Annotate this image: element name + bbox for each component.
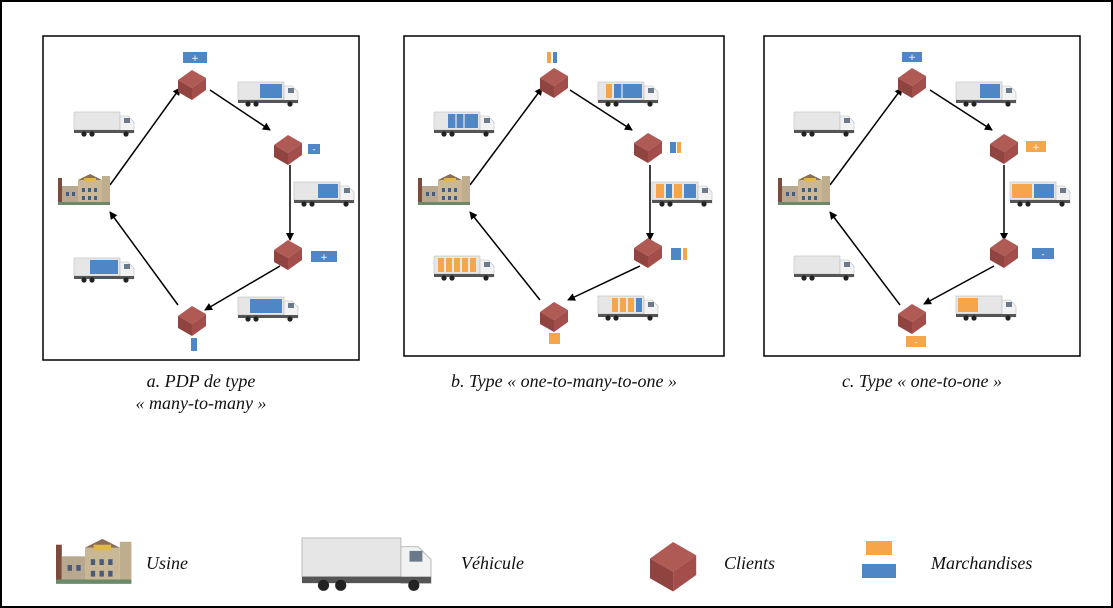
- legend-label-vehicle: Véhicule: [461, 553, 524, 573]
- legend-label-factory: Usine: [146, 553, 188, 573]
- truck-icon: [955, 81, 1017, 107]
- truck-icon: [793, 255, 855, 281]
- arrow: [569, 89, 633, 131]
- arrow: [204, 265, 281, 311]
- goods-sign: +: [908, 53, 916, 63]
- goods-sign: +: [320, 253, 328, 263]
- truck-icon: [955, 295, 1017, 321]
- goods-icon: [308, 144, 320, 154]
- goods-icon: [549, 333, 560, 344]
- house-icon: [634, 133, 662, 163]
- house-icon: [898, 68, 926, 98]
- arrow: [109, 87, 181, 186]
- truck-icon: [597, 81, 659, 107]
- arrow: [469, 87, 543, 186]
- panel-b: [418, 52, 713, 344]
- factory-icon: [58, 174, 110, 205]
- legend-label-goods: Marchandises: [931, 553, 1033, 573]
- truck-icon: [1009, 181, 1071, 207]
- panel-b-frame: [403, 35, 725, 357]
- caption-panel-c: c. Type « one-to-one »: [764, 370, 1080, 392]
- arrow: [469, 211, 541, 301]
- goods-sign: -: [312, 145, 315, 155]
- house-icon: [540, 68, 568, 98]
- legend-label-clients: Clients: [724, 553, 776, 573]
- panel-c: + + - -: [778, 52, 1071, 348]
- arrow: [929, 89, 993, 131]
- goods-sign: -: [914, 338, 917, 348]
- goods-icon: [553, 52, 557, 63]
- caption-panel-a-line2: « many-to-many »: [135, 393, 267, 413]
- caption-panel-a-line1: a. PDP de type: [146, 371, 256, 391]
- house-icon: [178, 70, 206, 100]
- arrow: [829, 211, 901, 306]
- truck-icon: [237, 81, 299, 107]
- arrow: [923, 265, 995, 305]
- goods-icon: [311, 251, 337, 262]
- arrow: [209, 89, 271, 131]
- goods-icon: [677, 142, 681, 153]
- factory-icon: [778, 174, 830, 205]
- truck-icon: [293, 181, 355, 207]
- house-icon: [274, 240, 302, 270]
- truck-icon: [237, 296, 299, 322]
- caption-panel-c-line1: c. Type « one-to-one »: [841, 371, 1003, 391]
- house-icon: [634, 238, 662, 268]
- truck-icon: [433, 255, 495, 281]
- goods-sign: -: [1041, 250, 1044, 260]
- panel-a-frame: [42, 35, 360, 361]
- legend-truck-icon: [301, 537, 432, 591]
- truck-icon: [597, 295, 659, 321]
- legend-factory-icon: [56, 538, 132, 584]
- goods-icon: [547, 52, 551, 63]
- house-icon: [990, 134, 1018, 164]
- goods-icon: [670, 142, 676, 153]
- arrow: [109, 211, 179, 306]
- legend: [56, 537, 896, 592]
- caption-panel-a: a. PDP de type « many-to-many »: [43, 370, 359, 414]
- goods-icon: [1032, 248, 1054, 259]
- caption-panel-b: b. Type « one-to-many-to-one »: [404, 370, 724, 392]
- legend-goods-blue: [862, 564, 896, 578]
- goods-sign: +: [191, 54, 199, 64]
- caption-panel-b-line1: b. Type « one-to-many-to-one »: [450, 371, 678, 391]
- house-icon: [274, 135, 302, 165]
- goods-icon: [902, 52, 922, 62]
- goods-icon: [671, 248, 681, 260]
- house-icon: [898, 304, 926, 334]
- truck-icon: [793, 111, 855, 137]
- panel-a: + - +: [58, 52, 355, 351]
- house-icon: [990, 238, 1018, 268]
- legend-house-icon: [650, 542, 697, 592]
- truck-icon: [433, 111, 495, 137]
- goods-sign: +: [1032, 143, 1040, 153]
- goods-icon: [683, 248, 687, 260]
- goods-icon: [906, 336, 926, 347]
- truck-icon: [73, 111, 135, 137]
- house-icon: [540, 302, 568, 332]
- goods-icon: [183, 52, 207, 63]
- truck-icon: [73, 257, 135, 283]
- goods-icon: [1026, 141, 1046, 152]
- truck-icon: [651, 181, 713, 207]
- factory-icon: [418, 174, 470, 205]
- arrow: [567, 265, 641, 301]
- goods-icon: [191, 338, 197, 351]
- arrow: [829, 87, 903, 186]
- legend-goods-orange: [866, 541, 892, 555]
- house-icon: [178, 306, 206, 336]
- panel-c-frame: [763, 35, 1081, 357]
